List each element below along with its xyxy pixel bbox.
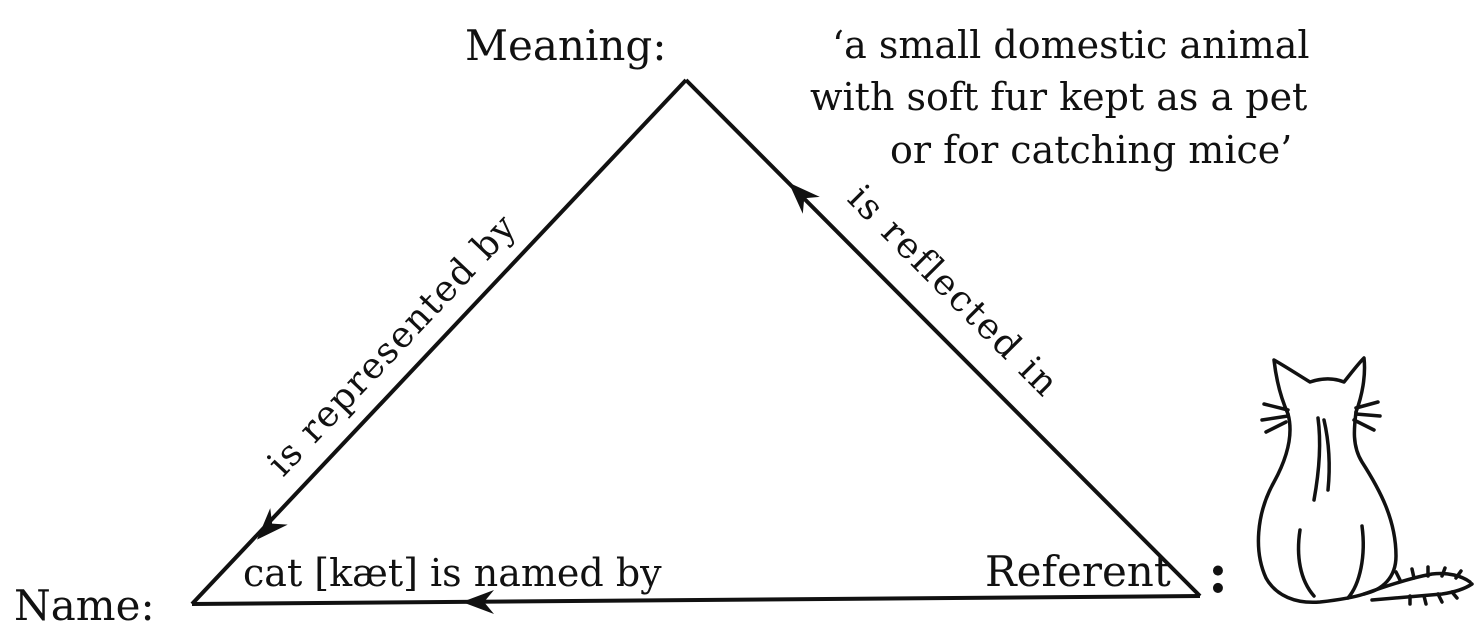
edge-meaning-to-name xyxy=(190,78,688,606)
edge-label-is-reflected-in: is reflected in xyxy=(840,177,1068,405)
node-label-name: Name: xyxy=(14,581,155,623)
arrow-icon-referent-to-name xyxy=(462,590,494,614)
cat-sketch-icon xyxy=(1256,356,1474,606)
node-label-meaning: Meaning: xyxy=(465,21,666,70)
edge-referent-to-meaning xyxy=(684,78,1202,598)
definition-line-3: or for catching mice’ xyxy=(890,128,1292,172)
edge-label-is-represented-by: is represented by xyxy=(260,206,526,484)
edge-referent-to-name xyxy=(191,594,1201,606)
arrow-icon-meaning-to-name xyxy=(257,508,288,540)
definition-line-2: with soft fur kept as a pet xyxy=(810,75,1307,119)
edge-label-cat-is-named-by: cat [kæt] is named by xyxy=(243,551,662,595)
referent-colon: : xyxy=(1208,541,1228,605)
node-label-referent: Referent xyxy=(985,547,1171,596)
definition-line-1: ‘a small domestic animal xyxy=(832,23,1310,67)
arrow-icon-referent-to-meaning xyxy=(788,182,820,214)
